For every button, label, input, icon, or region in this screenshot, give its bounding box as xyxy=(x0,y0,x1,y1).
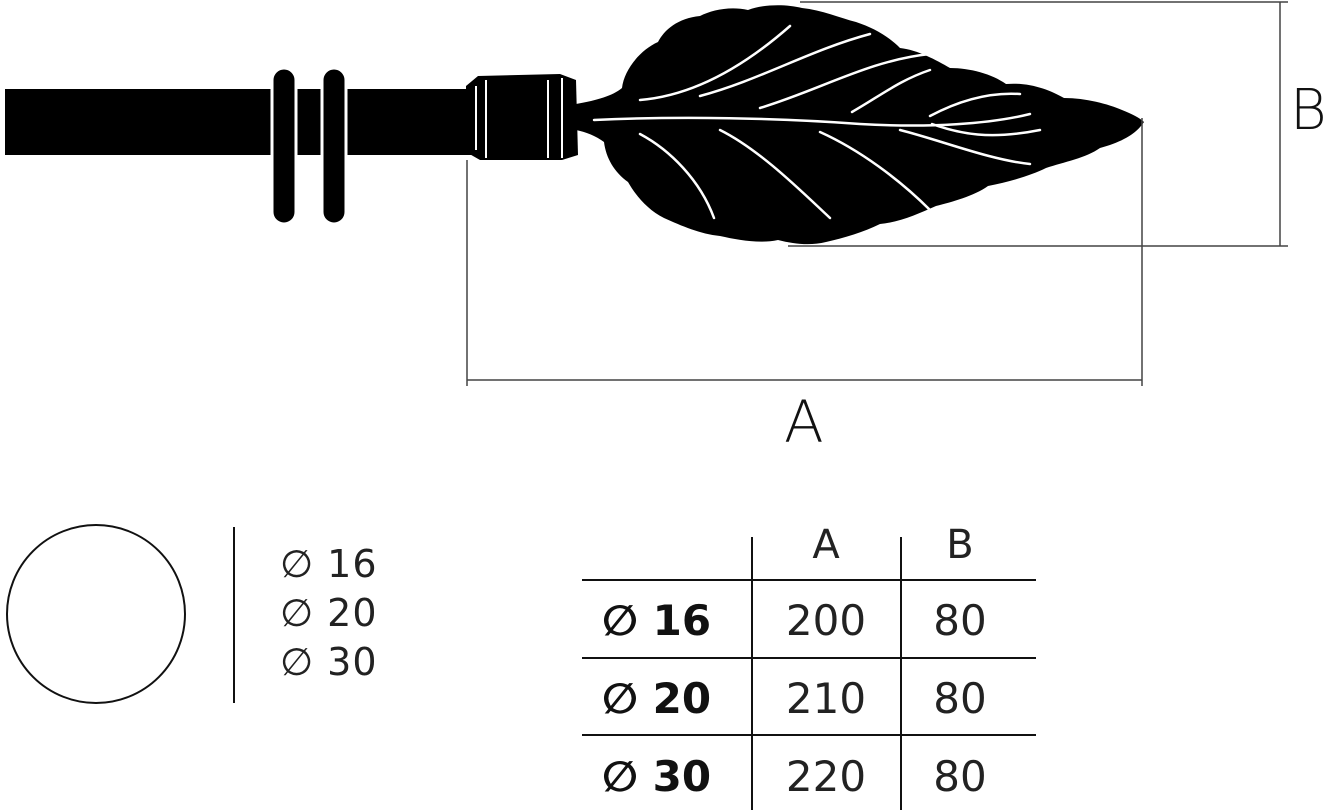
dimension-a-label: A xyxy=(784,388,824,456)
leaf-finial xyxy=(576,5,1144,245)
curtain-rod xyxy=(5,66,475,226)
diameter-item: ∅ 30 xyxy=(280,640,378,684)
table-cell-a: 220 xyxy=(785,752,867,801)
finial-collar xyxy=(466,74,578,160)
table-row-label: ∅ 20 xyxy=(602,674,712,723)
rod-ring-left xyxy=(270,66,298,226)
table-row-label: ∅ 30 xyxy=(602,752,712,801)
table-cell-a: 200 xyxy=(785,596,867,645)
table-cell-a: 210 xyxy=(785,674,867,723)
dimension-lines xyxy=(466,1,1288,386)
table-cell-b: 80 xyxy=(933,596,987,645)
diameter-item: ∅ 20 xyxy=(280,591,378,635)
size-table-grid xyxy=(582,537,1036,810)
table-header-a: A xyxy=(812,522,840,568)
table-cell-b: 80 xyxy=(933,674,987,723)
table-row-label: ∅ 16 xyxy=(602,596,712,645)
diameter-list: ∅ 16 ∅ 20 ∅ 30 xyxy=(280,540,378,687)
rod-ring-right xyxy=(320,66,348,226)
table-header-b: B xyxy=(946,522,974,568)
table-cell-b: 80 xyxy=(933,752,987,801)
diameter-item: ∅ 16 xyxy=(280,542,378,586)
rod-tube xyxy=(5,89,475,155)
dimension-b-label: B xyxy=(1290,78,1326,143)
rod-cross-section xyxy=(6,524,186,704)
